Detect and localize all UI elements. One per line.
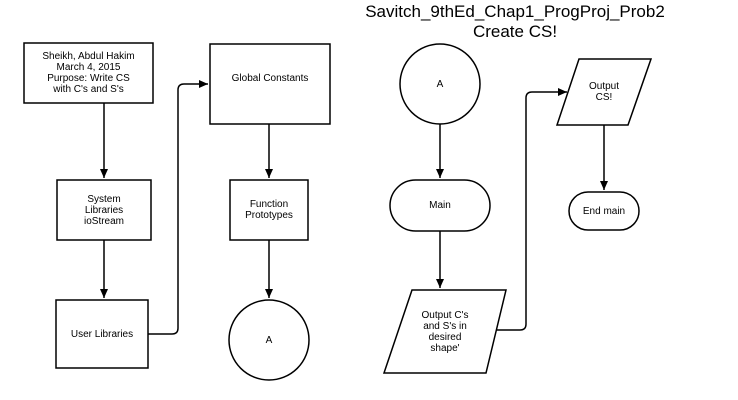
label-header: Sheikh, Abdul Hakim March 4, 2015 Purpos… bbox=[24, 43, 153, 103]
label-function-prototypes: Function Prototypes bbox=[230, 180, 308, 240]
global-constants-text: Global Constants bbox=[231, 72, 309, 84]
node-function-prototypes bbox=[229, 179, 309, 241]
diagram-title: Savitch_9thEd_Chap1_ProgProj_Prob2 bbox=[365, 2, 665, 21]
header-text: Sheikh, Abdul Hakim March 4, 2015 Purpos… bbox=[42, 51, 135, 95]
node-system-libraries bbox=[56, 179, 152, 241]
output-cs-text: Output CS! bbox=[588, 81, 620, 103]
edge-user-libraries-to-global-constants bbox=[148, 80, 208, 335]
label-connector-a-out: A bbox=[229, 300, 309, 380]
label-user-libraries: User Libraries bbox=[56, 300, 148, 368]
node-connector-a-in bbox=[399, 43, 481, 125]
connector-a-in-text: A bbox=[436, 78, 444, 90]
label-output-cs: Output CS! bbox=[570, 62, 638, 122]
node-end-main bbox=[568, 191, 640, 231]
node-user-libraries bbox=[55, 299, 149, 369]
node-connector-a-out bbox=[228, 299, 310, 381]
end-main-text: End main bbox=[582, 205, 626, 217]
node-main bbox=[389, 179, 491, 232]
system-libraries-text: System Libraries ioStream bbox=[83, 193, 124, 227]
label-end-main: End main bbox=[569, 192, 639, 230]
node-output-cs bbox=[555, 58, 653, 126]
node-header bbox=[23, 42, 154, 104]
label-connector-a-in: A bbox=[400, 44, 480, 124]
function-prototypes-text: Function Prototypes bbox=[245, 199, 293, 221]
label-global-constants: Global Constants bbox=[210, 44, 330, 112]
label-main: Main bbox=[390, 180, 490, 231]
user-libraries-text: User Libraries bbox=[70, 328, 134, 340]
node-output-cs-shape bbox=[382, 289, 507, 374]
label-system-libraries: System Libraries ioStream bbox=[57, 180, 151, 240]
output-cs-shape-text: Output C's and S's in desired shape' bbox=[421, 310, 469, 354]
diagram-subtitle: Create CS! bbox=[472, 22, 558, 41]
edge-output-cs-shape-to-output-cs bbox=[496, 88, 567, 331]
main-text: Main bbox=[429, 200, 451, 211]
connector-a-out-text: A bbox=[265, 334, 273, 346]
label-output-cs-shape: Output C's and S's in desired shape' bbox=[400, 296, 490, 368]
node-global-constants bbox=[209, 43, 331, 125]
